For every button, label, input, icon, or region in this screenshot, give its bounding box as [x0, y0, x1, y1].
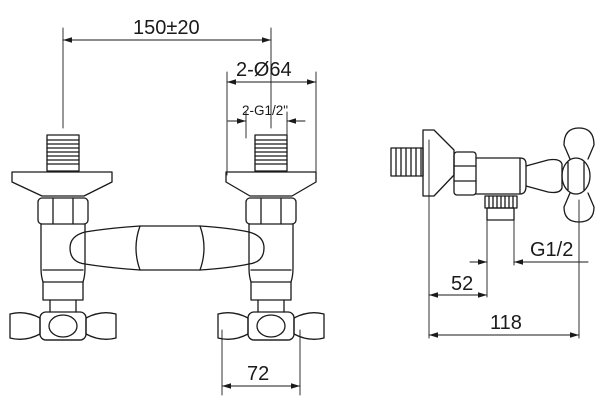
- side-wall-flange: [422, 129, 455, 197]
- right-thread-nipple: [254, 134, 288, 172]
- front-extension-lines: [62, 27, 317, 396]
- right-union-nut: [245, 197, 297, 225]
- front-dimension-lines: [62, 37, 317, 389]
- dim-centers-spacing: 150±20: [133, 17, 200, 39]
- right-valve-body: [248, 223, 294, 313]
- side-hex-nut: [453, 151, 477, 196]
- dim-thread-size-top: 2-G1/2": [242, 103, 288, 118]
- left-cross-handle: [9, 311, 117, 341]
- dim-side-depth-total: 118: [490, 312, 522, 334]
- side-dimension-lines: [428, 259, 589, 338]
- side-inlet-thread: [390, 147, 424, 177]
- side-outlet: [484, 195, 518, 221]
- dim-handle-spread: 72: [247, 363, 269, 385]
- dim-flange-diameter: 2-Ø64: [236, 59, 292, 81]
- left-thread-nipple: [46, 134, 80, 172]
- dim-side-depth-short: 52: [451, 273, 473, 295]
- side-bonnet: [525, 158, 563, 194]
- left-valve-body: [40, 223, 86, 313]
- dim-side-thread: G1/2: [530, 239, 573, 261]
- side-view: [390, 127, 595, 339]
- right-wall-flange: [225, 171, 317, 197]
- side-extension-lines: [428, 139, 580, 339]
- left-union-nut: [37, 197, 89, 225]
- side-cross-handle: [561, 127, 595, 223]
- left-wall-flange: [11, 171, 113, 197]
- right-cross-handle: [217, 311, 325, 341]
- bridge-body: [69, 225, 265, 271]
- front-view: [9, 27, 325, 396]
- side-valve-body: [475, 157, 527, 195]
